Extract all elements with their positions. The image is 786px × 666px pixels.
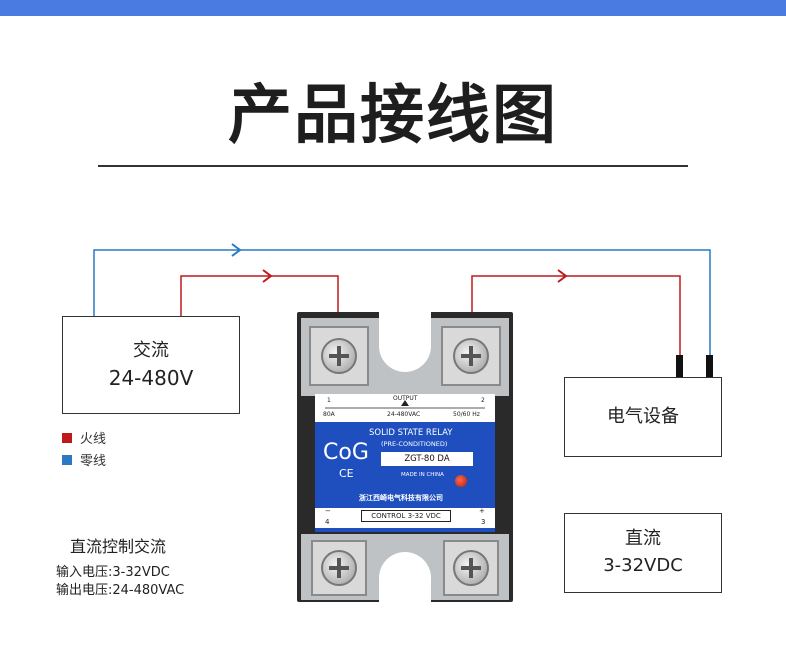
control-minus-sign: −: [325, 507, 331, 515]
live-wire-to-relay: [180, 275, 339, 318]
terminal-2-number: 2: [481, 397, 485, 404]
dc-source-box: 直流 3-32VDC: [564, 513, 722, 593]
brand-logo: CoG: [323, 440, 369, 465]
terminal-1: [309, 326, 369, 386]
plug-prong-icon: [706, 355, 713, 377]
neutral-wire: [93, 249, 711, 358]
output-voltage-rating: 24-480VAC: [387, 411, 421, 418]
load-label: 电气设备: [607, 406, 679, 427]
control-plus-sign: +: [479, 507, 485, 515]
ac-source-label: 交流: [133, 340, 169, 361]
plug-prong-icon: [676, 355, 683, 377]
legend-live-label: 火线: [80, 432, 107, 447]
terminal-4: [311, 540, 367, 596]
current-rating: 80A: [323, 411, 335, 418]
relay-subname: (PRE-CONDITIONED): [381, 440, 448, 448]
origin-label: MADE IN CHINA: [401, 472, 444, 478]
output-arrow-icon: [325, 400, 485, 409]
neutral-arrow-icon: [231, 243, 242, 257]
top-banner-bar: [0, 0, 786, 16]
frequency-rating: 50/60 Hz: [453, 411, 480, 418]
model-number: ZGT-80 DA: [381, 452, 473, 466]
output-strip: OUTPUT 1 2 80A 24-480VAC 50/60 Hz: [315, 394, 495, 422]
neutral-swatch: [62, 454, 72, 465]
output-label: OUTPUT: [393, 395, 418, 402]
screw-icon: [321, 338, 357, 374]
mounting-notch: [379, 552, 431, 602]
terminal-2: [441, 326, 501, 386]
control-label: CONTROL 3-32 VDC: [361, 510, 451, 522]
live-wire-to-load: [471, 275, 681, 358]
terminal-3: [443, 540, 499, 596]
ac-source-voltage: 24-480V: [108, 366, 194, 390]
page-title: 产品接线图: [228, 79, 558, 153]
live-arrow-icon: [262, 269, 273, 283]
screw-icon: [453, 338, 489, 374]
title-divider: [98, 165, 688, 167]
relay-name: SOLID STATE RELAY: [369, 428, 453, 438]
legend-neutral: 零线: [62, 450, 106, 469]
live-arrow-icon: [557, 269, 568, 283]
screw-icon: [453, 550, 489, 586]
control-strip: − + CONTROL 3-32 VDC 4 3: [315, 507, 495, 528]
live-swatch: [62, 432, 72, 443]
solid-state-relay: OUTPUT 1 2 80A 24-480VAC 50/60 Hz SOLID …: [297, 312, 513, 602]
ac-source-box: 交流 24-480V: [62, 316, 240, 414]
legend-live: 火线: [62, 428, 106, 447]
screw-icon: [321, 550, 357, 586]
dc-source-voltage: 3-32VDC: [603, 555, 683, 576]
load-box: 电气设备: [564, 377, 722, 457]
manufacturer-name: 浙江西崎电气科技有限公司: [359, 494, 443, 502]
ce-mark: CE: [339, 467, 354, 480]
indicator-led-icon: [455, 475, 467, 487]
terminal-1-number: 1: [327, 397, 331, 404]
terminal-4-number: 4: [325, 518, 330, 526]
notes-output-voltage: 输出电压:24-480VAC: [56, 583, 185, 598]
relay-label-panel: OUTPUT 1 2 80A 24-480VAC 50/60 Hz SOLID …: [315, 394, 495, 532]
dc-source-label: 直流: [625, 528, 661, 549]
notes-input-voltage: 输入电压:3-32VDC: [56, 565, 170, 580]
terminal-3-number: 3: [481, 518, 486, 526]
notes-heading: 直流控制交流: [70, 537, 167, 556]
mounting-notch: [379, 312, 431, 372]
legend-neutral-label: 零线: [80, 454, 107, 469]
